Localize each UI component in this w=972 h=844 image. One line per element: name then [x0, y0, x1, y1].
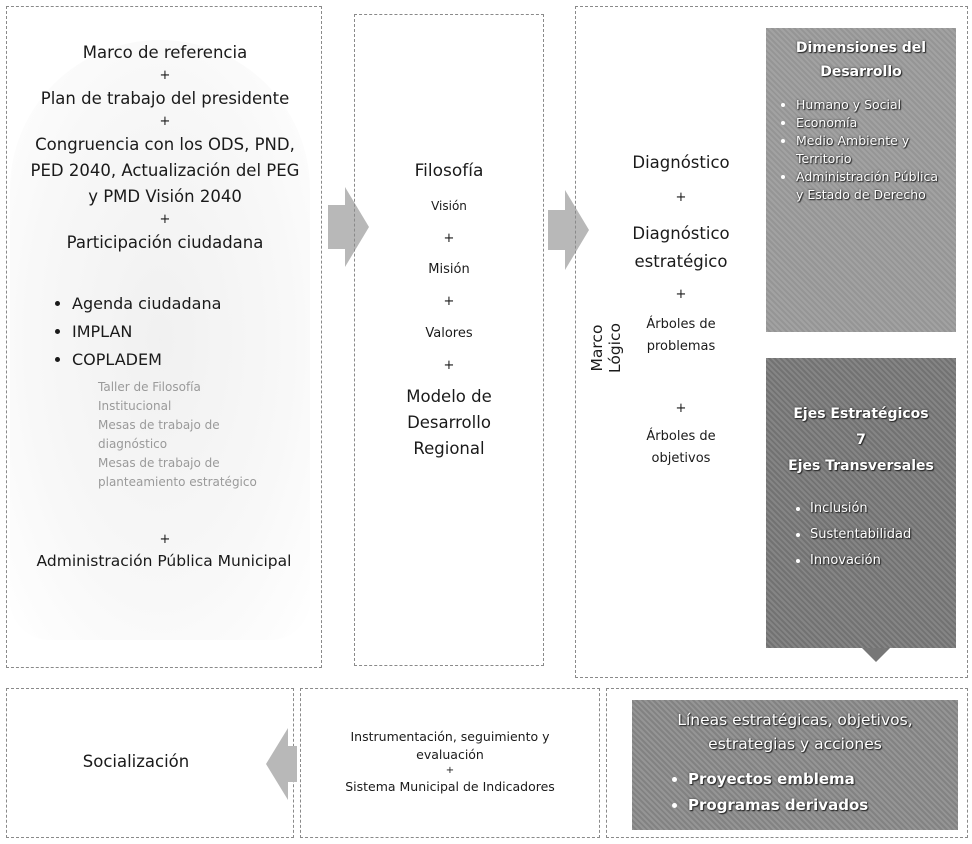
- modelo-line-2: Desarrollo: [407, 413, 491, 432]
- arrow-down-ejes: [862, 648, 890, 662]
- plus-sign: +: [445, 765, 455, 776]
- lineas-box: Líneas estratégicas, objetivos, estrateg…: [632, 700, 958, 830]
- instrumentacion-line-2: evaluación: [416, 747, 484, 762]
- arrow-right-2-bar: [548, 210, 566, 250]
- plus-sign: +: [443, 358, 455, 373]
- marco-referencia-text: Marco de referencia: [82, 43, 248, 62]
- arboles-objetivos-1: Árboles de: [646, 429, 716, 444]
- plus-sign: +: [675, 401, 687, 416]
- list-item: COPLADEM: [72, 346, 332, 374]
- sublist-item: Mesas de trabajo de: [98, 418, 220, 432]
- marco-logico-box: [575, 6, 968, 678]
- instrumentacion-box: [300, 688, 600, 838]
- list-item: Humano y Social: [796, 96, 948, 114]
- referencia-content: Marco de referencia + Plan de trabajo de…: [10, 40, 320, 256]
- instrumentacion-content: Instrumentación, seguimiento y evaluació…: [300, 728, 600, 796]
- plus-sign: +: [443, 231, 455, 246]
- list-item: Innovación: [810, 548, 956, 574]
- dimensiones-title-1: Dimensiones del: [795, 40, 927, 56]
- mision-text: Misión: [428, 262, 470, 277]
- sublist-item: Mesas de trabajo de: [98, 456, 220, 470]
- administracion-text: Administración Pública Municipal: [36, 552, 292, 570]
- arrow-left-bar: [287, 746, 297, 782]
- instrumentacion-line-1: Instrumentación, seguimiento y: [350, 729, 550, 744]
- plus-sign: +: [675, 287, 687, 302]
- ejes-list: Inclusión Sustentabilidad Innovación: [766, 496, 956, 574]
- plus-sign: +: [159, 114, 171, 129]
- ejes-box: Ejes Estratégicos 7 Ejes Transversales I…: [766, 358, 956, 648]
- sublist-item: Institucional: [98, 399, 172, 413]
- participacion-text: Participación ciudadana: [66, 233, 264, 252]
- arboles-objetivos-2: objetivos: [651, 451, 711, 466]
- plus-sign: +: [159, 532, 171, 547]
- plan-trabajo-text: Plan de trabajo del presidente: [40, 89, 290, 108]
- arrow-right-1-bar: [328, 205, 346, 249]
- lineas-title-2: estrategias y acciones: [708, 735, 882, 753]
- sistema-indicadores-text: Sistema Municipal de Indicadores: [345, 779, 555, 794]
- plus-sign: +: [675, 190, 687, 205]
- plus-sign: +: [159, 68, 171, 83]
- arrow-left-head: [266, 728, 288, 800]
- dimensiones-box: Dimensiones del Desarrollo Humano y Soci…: [766, 28, 956, 332]
- participacion-list: Agenda ciudadana IMPLAN COPLADEM: [48, 290, 332, 374]
- diagnostico-content: Diagnóstico + Diagnóstico estratégico + …: [606, 150, 756, 470]
- list-item: Sustentabilidad: [810, 522, 956, 548]
- arboles-problemas-1: Árboles de: [646, 317, 716, 332]
- list-item: Administración Pública y Estado de Derec…: [796, 168, 948, 204]
- plus-sign: +: [443, 294, 455, 309]
- lineas-title-1: Líneas estratégicas, objetivos,: [677, 711, 913, 729]
- arrow-right-1-head: [345, 187, 369, 267]
- copladem-sublist: Taller de Filosofía Institucional Mesas …: [98, 378, 318, 492]
- diagnostico-text: Diagnóstico: [632, 153, 730, 172]
- sublist-item: diagnóstico: [98, 437, 168, 451]
- ejes-title: Ejes Estratégicos: [793, 406, 929, 422]
- ejes-transversales-title: Ejes Transversales: [788, 458, 934, 474]
- congruencia-line-1: Congruencia con los ODS, PND,: [35, 135, 295, 154]
- referencia-box: [6, 6, 322, 668]
- sublist-item: Taller de Filosofía: [98, 380, 201, 394]
- dimensiones-title-2: Desarrollo: [820, 64, 902, 80]
- congruencia-line-3: y PMD Visión 2040: [88, 187, 242, 206]
- list-item: Agenda ciudadana: [72, 290, 332, 318]
- valores-text: Valores: [425, 326, 473, 341]
- list-item: Medio Ambiente y Territorio: [796, 132, 948, 168]
- sublist-item: planteamiento estratégico: [98, 475, 257, 489]
- diagnostico-estrategico-2: estratégico: [634, 252, 728, 271]
- arrow-right-2-head: [565, 190, 589, 270]
- dimensiones-list: Humano y Social Economía Medio Ambiente …: [766, 96, 956, 204]
- list-item: Proyectos emblema: [688, 766, 958, 792]
- lineas-outer-box: [606, 688, 968, 838]
- socializacion-text: Socialización: [82, 752, 190, 771]
- vision-text: Visión: [431, 199, 467, 213]
- list-item: IMPLAN: [72, 318, 332, 346]
- list-item: Economía: [796, 114, 948, 132]
- lineas-list: Proyectos emblema Programas derivados: [632, 766, 958, 818]
- diagnostico-estrategico-1: Diagnóstico: [632, 224, 730, 243]
- congruencia-line-2: PED 2040, Actualización del PEG: [30, 161, 300, 180]
- plus-sign: +: [159, 212, 171, 227]
- arboles-problemas-2: problemas: [646, 339, 716, 354]
- background-emblem: [10, 40, 310, 640]
- filosofia-content: Filosofía Visión + Misión + Valores + Mo…: [354, 158, 544, 462]
- filosofia-title: Filosofía: [414, 161, 484, 181]
- filosofia-box: [354, 14, 544, 666]
- list-item: Inclusión: [810, 496, 956, 522]
- modelo-line-1: Modelo de: [406, 387, 492, 406]
- ejes-count: 7: [856, 432, 866, 448]
- modelo-line-3: Regional: [413, 439, 485, 458]
- list-item: Programas derivados: [688, 792, 958, 818]
